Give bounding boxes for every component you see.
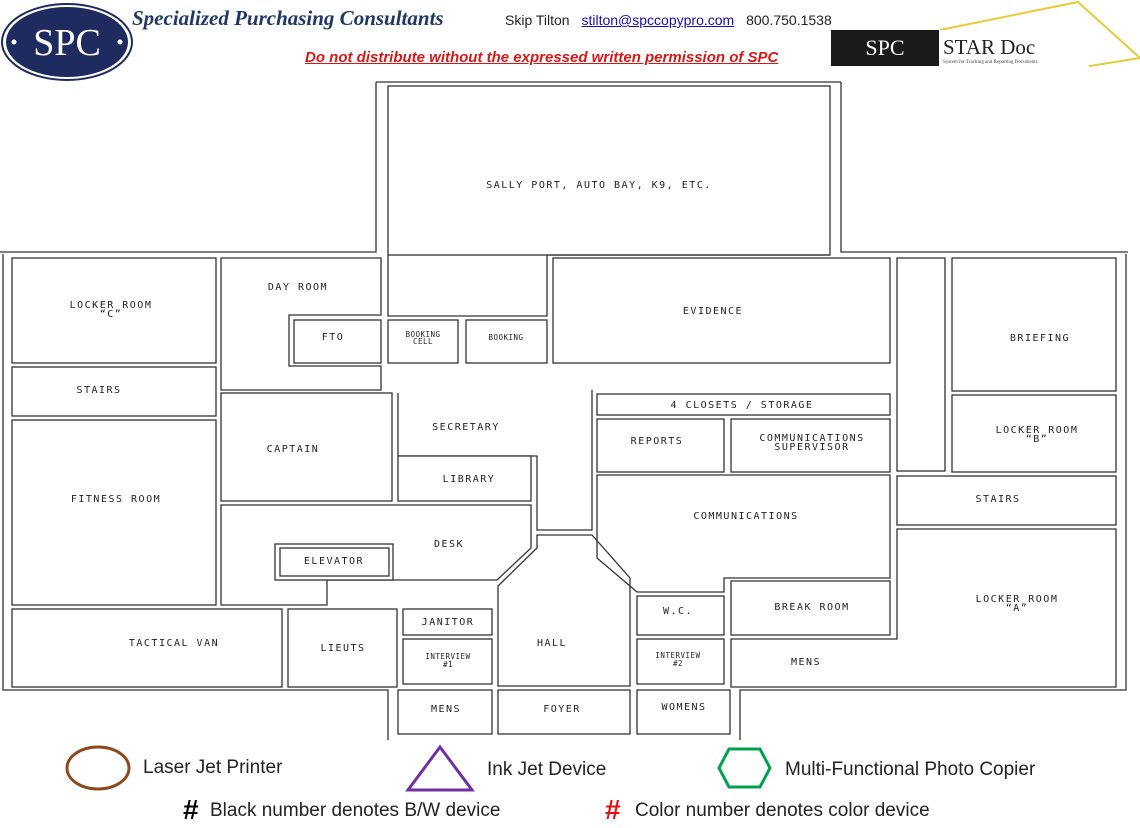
svg-text:BOOKING: BOOKING (488, 333, 523, 342)
room-evidence: EVIDENCE (552, 257, 891, 364)
room-fitness: FITNESS ROOM (11, 419, 217, 606)
svg-text:MENS: MENS (431, 704, 461, 715)
contact-email-link[interactable]: stilton@spccopypro.com (581, 12, 735, 28)
room-lieuts: LIEUTS (287, 608, 398, 688)
svg-text:LIBRARY: LIBRARY (443, 474, 496, 485)
laser-jet-circle-icon (65, 745, 131, 791)
svg-text:BOOKING: BOOKING (405, 330, 440, 339)
room-communications: COMMUNICATIONS (596, 474, 891, 593)
svg-text:#1: #1 (443, 660, 453, 669)
room-janitor: JANITOR (402, 608, 493, 636)
legend-mfp-label: Multi-Functional Photo Copier (785, 759, 1036, 780)
svg-text:COMMUNICATIONS: COMMUNICATIONS (693, 511, 798, 522)
room-briefing: BRIEFING (951, 257, 1117, 392)
svg-text:W.C.: W.C. (663, 606, 693, 617)
room-hall: HALL (497, 534, 631, 687)
svg-text:STAR Doc: STAR Doc (943, 35, 1035, 59)
svg-text:BREAK ROOM: BREAK ROOM (774, 602, 849, 613)
svg-text:ELEVATOR: ELEVATOR (304, 556, 364, 567)
legend-laser-label: Laser Jet Printer (143, 757, 283, 778)
room-locker-c: LOCKER ROOM“C” (11, 257, 217, 364)
svg-text:MENS: MENS (791, 657, 821, 668)
room-closets: 4 CLOSETS / STORAGE (596, 393, 891, 416)
svg-text:SUPERVISOR: SUPERVISOR (774, 442, 849, 453)
svg-text:FITNESS ROOM: FITNESS ROOM (71, 494, 161, 505)
room-interview-2: INTERVIEW#2 (636, 638, 725, 685)
room-wc: W.C. (636, 595, 725, 636)
svg-text:System for Tracking and Report: System for Tracking and Reporting Docume… (943, 60, 1038, 65)
company-name: Specialized Purchasing Consultants (132, 6, 444, 30)
svg-text:SPC: SPC (33, 22, 101, 64)
svg-text:HALL: HALL (537, 638, 567, 649)
contact-info: Skip Tilton stilton@spccopypro.com 800.7… (505, 12, 832, 28)
svg-text:BRIEFING: BRIEFING (1010, 333, 1070, 344)
svg-text:“C”: “C” (100, 309, 123, 320)
svg-text:#2: #2 (673, 659, 683, 668)
contact-phone: 800.750.1538 (746, 12, 832, 28)
room-locker-a: LOCKER ROOM“A” MENS (730, 528, 1117, 688)
room-locker-b: LOCKER ROOM“B” (951, 394, 1117, 473)
svg-text:LOCKER ROOM: LOCKER ROOM (70, 300, 153, 311)
svg-text:JANITOR: JANITOR (422, 617, 475, 628)
room-captain: CAPTAIN (220, 392, 393, 502)
room-booking: BOOKING (465, 319, 548, 364)
svg-text:4 CLOSETS / STORAGE: 4 CLOSETS / STORAGE (671, 400, 814, 411)
svg-text:CAPTAIN: CAPTAIN (267, 444, 320, 455)
legend-inkjet-label: Ink Jet Device (487, 759, 607, 780)
svg-text:DESK: DESK (434, 539, 464, 550)
color-hash-icon: # (605, 794, 621, 825)
svg-text:CELL: CELL (413, 337, 433, 346)
room-sally-port: SALLY PORT, AUTO BAY, K9, ETC. (387, 85, 831, 317)
svg-text:STAIRS: STAIRS (975, 494, 1020, 505)
room-secretary: SECRETARY (397, 390, 593, 531)
svg-text:REPORTS: REPORTS (631, 436, 684, 447)
exterior-walls (0, 81, 1128, 740)
svg-text:LOCKER ROOM: LOCKER ROOM (976, 594, 1059, 605)
svg-text:FTO: FTO (322, 332, 345, 343)
room-library: LIBRARY (397, 455, 532, 502)
svg-text:LIEUTS: LIEUTS (320, 643, 365, 654)
svg-text:COMMUNICATIONS: COMMUNICATIONS (759, 433, 864, 444)
svg-text:STAIRS: STAIRS (76, 385, 121, 396)
room-interview-1: INTERVIEW#1 (402, 638, 493, 685)
svg-text:“A”: “A” (1006, 603, 1029, 614)
svg-text:DAY ROOM: DAY ROOM (268, 282, 328, 293)
corridor-east (896, 257, 946, 472)
svg-text:WOMENS: WOMENS (661, 702, 706, 713)
room-day-room: DAY ROOM (220, 257, 382, 391)
distribution-warning: Do not distribute without the expressed … (305, 49, 779, 66)
room-fto: FTO (293, 319, 382, 364)
svg-text:SPC: SPC (865, 35, 904, 60)
svg-text:EVIDENCE: EVIDENCE (683, 306, 743, 317)
svg-text:TACTICAL VAN: TACTICAL VAN (129, 638, 219, 649)
svg-text:SALLY PORT, AUTO BAY, K9, ETC.: SALLY PORT, AUTO BAY, K9, ETC. (486, 180, 712, 191)
svg-text:SECRETARY: SECRETARY (432, 422, 500, 433)
legend-color-note: Color number denotes color device (635, 800, 930, 821)
spc-logo: SPC (1, 3, 133, 81)
room-tactical-van: TACTICAL VAN (11, 608, 283, 688)
svg-text:LOCKER ROOM: LOCKER ROOM (996, 425, 1079, 436)
room-stairs-left: STAIRS (11, 366, 217, 417)
room-break-room: BREAK ROOM (730, 580, 891, 636)
room-foyer: FOYER (497, 689, 631, 735)
room-mens-bottom: MENS (397, 689, 493, 735)
svg-text:FOYER: FOYER (543, 704, 581, 715)
legend-bw-note: Black number denotes B/W device (210, 800, 501, 821)
svg-text:INTERVIEW: INTERVIEW (655, 651, 700, 660)
star-doc-logo: SPC STAR Doc System for Tracking and Rep… (831, 0, 1140, 68)
room-womens: WOMENS (636, 689, 731, 735)
rooms: SALLY PORT, AUTO BAY, K9, ETC. LOCKER RO… (11, 85, 1117, 735)
bw-hash-icon: # (183, 794, 199, 825)
room-stairs-right: STAIRS (896, 475, 1117, 526)
room-reports: REPORTS (596, 418, 725, 473)
svg-text:INTERVIEW: INTERVIEW (425, 652, 470, 661)
ink-jet-triangle-icon (405, 744, 475, 792)
room-elevator: ELEVATOR (274, 543, 394, 581)
mfp-hexagon-icon (717, 747, 772, 789)
contact-name: Skip Tilton (505, 12, 570, 28)
svg-text:“B”: “B” (1026, 434, 1049, 445)
